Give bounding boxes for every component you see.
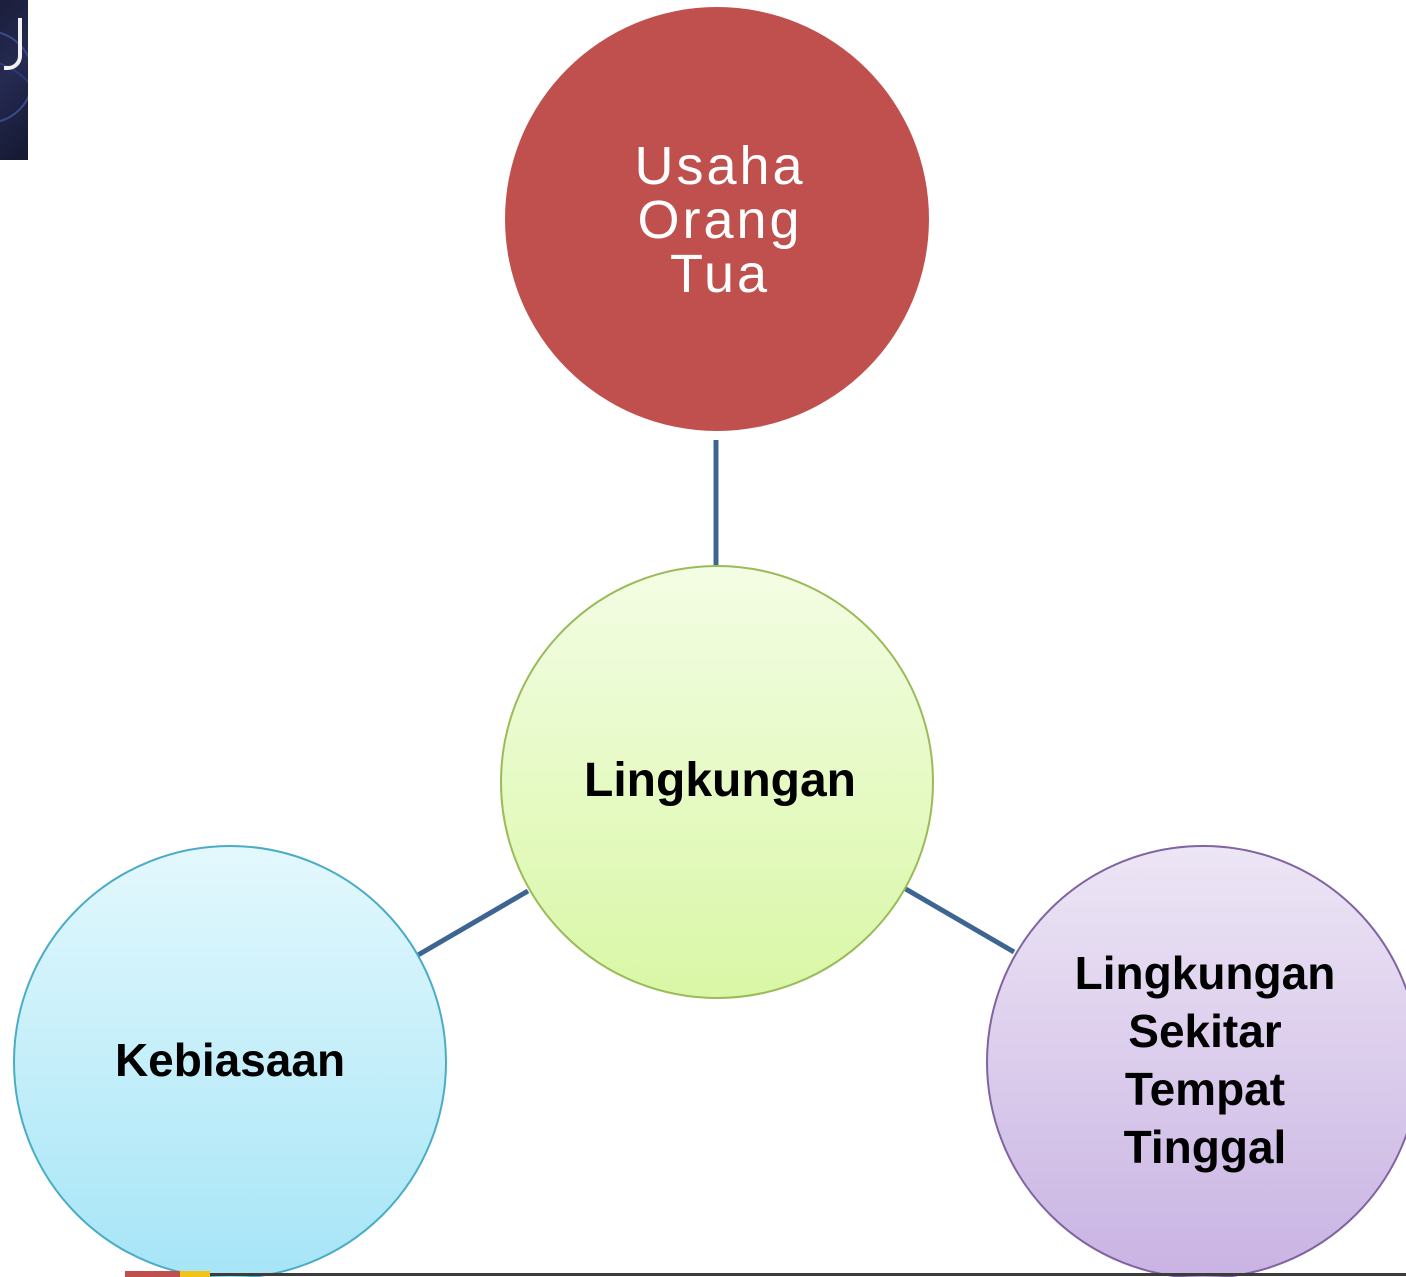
- node-center-circle: [500, 565, 934, 999]
- connector-right: [902, 885, 1016, 955]
- node-right-circle: [986, 845, 1406, 1277]
- corner-thumbnail-image: [0, 0, 28, 160]
- node-right-label: Lingkungan Sekitar Tempat Tinggal: [1074, 947, 1336, 1173]
- footer-accent-red: [125, 1271, 180, 1277]
- footer-accent-yellow: [180, 1271, 210, 1277]
- node-top-circle: [505, 7, 929, 431]
- hook-shape: [4, 18, 22, 70]
- connector-left: [416, 888, 530, 958]
- node-left-circle: [13, 845, 447, 1277]
- node-top-label: Usaha Orang Tua: [634, 136, 806, 304]
- node-center-label: Lingkungan: [584, 753, 856, 807]
- footer-divider: [125, 1273, 1406, 1276]
- node-left-label: Kebiasaan: [114, 1034, 346, 1086]
